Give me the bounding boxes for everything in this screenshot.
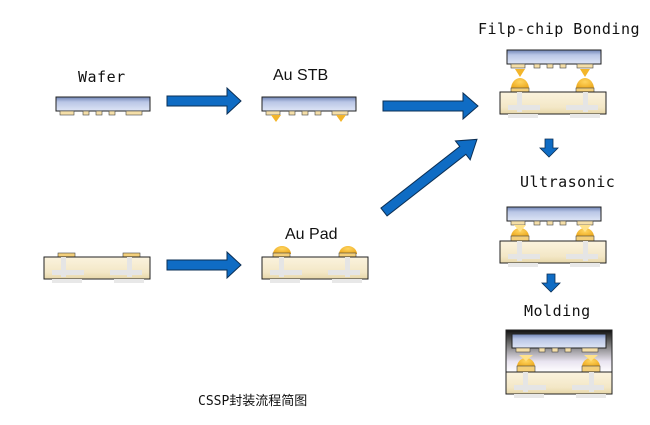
flip-chip-bonding-label: Filp-chip Bonding	[478, 20, 641, 38]
diagram-caption: CSSP封装流程简图	[198, 394, 308, 409]
au-pad-substrate	[261, 246, 369, 284]
molding-assembly	[505, 329, 613, 399]
au-pad-label: Au Pad	[285, 226, 338, 243]
wafer-chip	[55, 96, 151, 116]
arrow-right-icon	[166, 87, 242, 115]
arrow-right-icon	[166, 251, 242, 279]
ultrasonic-assembly	[499, 206, 607, 268]
wafer-label: Wafer	[78, 68, 126, 86]
arrow-down-icon	[539, 138, 559, 158]
au-stb-label: Au STB	[273, 67, 329, 84]
arrow-down-icon	[541, 273, 561, 293]
ultrasonic-label: Ultrasonic	[520, 173, 616, 191]
substrate	[43, 252, 151, 284]
au-stb-chip	[261, 96, 357, 122]
molding-label: Molding	[524, 302, 591, 320]
arrow-right-icon	[382, 91, 479, 121]
arrow-diagonal-icon	[380, 138, 478, 217]
flip-chip-assembly	[499, 49, 607, 119]
